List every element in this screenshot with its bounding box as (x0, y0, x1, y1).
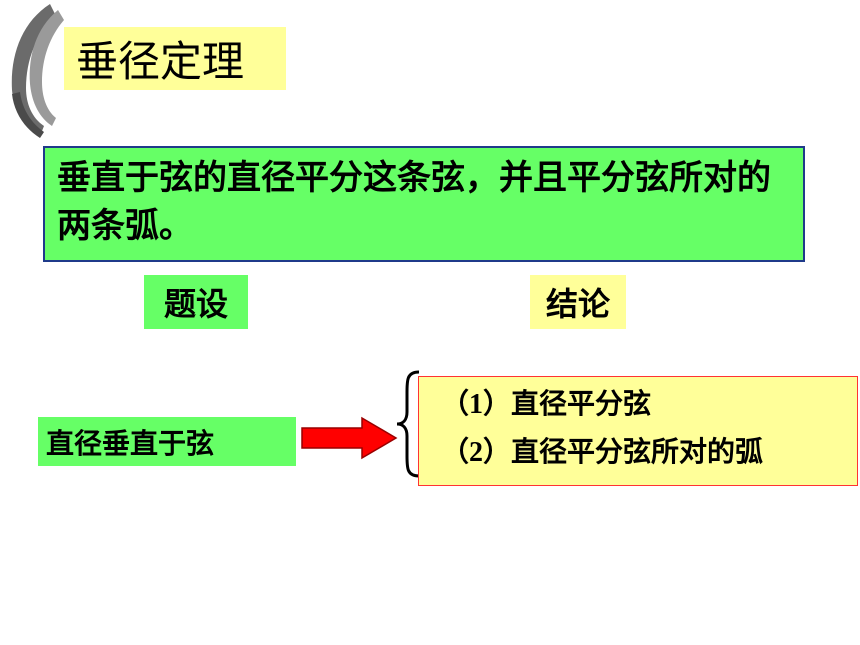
condition-box: 直径垂直于弦 (38, 417, 296, 466)
result-open-paren: （ (441, 435, 470, 468)
right-arrow-icon (301, 416, 398, 460)
hypothesis-label: 题设 (144, 275, 248, 329)
result-close-paren: ） (483, 435, 512, 468)
result-open-paren: （ (441, 387, 470, 420)
result-text: 直径平分弦所对的弧 (511, 435, 764, 468)
corner-swirl-decoration-icon (11, 4, 64, 138)
theorem-statement: 垂直于弦的直径平分这条弦，并且平分弦所对的两条弧。 (43, 146, 805, 262)
result-item-1: （1）直径平分弦 (441, 380, 857, 428)
results-box: （1）直径平分弦 （2）直径平分弦所对的弧 (418, 376, 858, 486)
result-item-2: （2）直径平分弦所对的弧 (441, 428, 857, 476)
result-number: 2 (469, 437, 484, 468)
result-close-paren: ） (483, 387, 512, 420)
result-number: 1 (469, 389, 484, 420)
result-text: 直径平分弦 (511, 387, 652, 420)
slide-title: 垂径定理 (64, 27, 286, 90)
curly-brace-icon (396, 370, 420, 478)
conclusion-label: 结论 (530, 275, 626, 329)
